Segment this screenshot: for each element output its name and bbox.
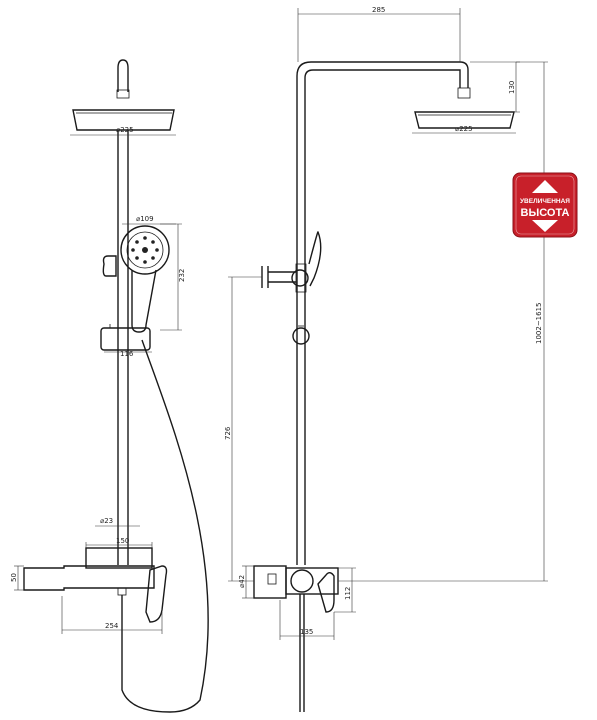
side-holder-ball xyxy=(292,327,310,345)
front-dimensions: ⌀225 ⌀109 232 116 ⌀23 150 50 254 xyxy=(10,126,186,634)
front-mixer-outlet xyxy=(117,587,127,596)
side-view xyxy=(253,61,515,712)
dim-holder-height: 726 xyxy=(224,426,232,440)
dim-handshower-diameter: ⌀109 xyxy=(136,215,154,223)
front-mixer-lever xyxy=(145,565,168,623)
side-mixer-body xyxy=(285,567,339,595)
arrow-up-icon xyxy=(532,180,558,193)
front-handshower-ring xyxy=(126,231,164,269)
front-mixer-body xyxy=(23,565,155,591)
dim-mixer-depth: 254 xyxy=(105,622,119,630)
front-mixer-top xyxy=(85,547,153,569)
front-handshower-face xyxy=(120,225,170,275)
front-slide-knob xyxy=(102,255,117,277)
dim-head-diameter-front: ⌀225 xyxy=(116,126,134,134)
dim-holder-width: 116 xyxy=(120,350,134,358)
front-rain-head xyxy=(72,109,175,131)
front-gooseneck xyxy=(117,59,129,92)
dim-head-drop: 130 xyxy=(508,81,516,94)
side-dimensions: 285 130 ⌀225 1002~1615 726 ⌀42 112 135 xyxy=(224,6,548,640)
dim-outlet-diameter: ⌀42 xyxy=(238,575,246,588)
front-handshower-nozzles xyxy=(131,236,159,264)
dim-head-diameter-side: ⌀225 xyxy=(455,125,473,133)
side-mixer-lever xyxy=(317,572,335,613)
dim-mixer-width-top: 150 xyxy=(116,537,129,545)
dim-mixer-height: 50 xyxy=(10,573,18,582)
side-handshower xyxy=(308,231,322,287)
front-hose-holder xyxy=(100,327,151,351)
badge-line2: ВЫСОТА xyxy=(521,207,570,219)
arrow-down-icon xyxy=(532,220,558,232)
front-hose xyxy=(121,339,209,713)
dim-pipe-diameter: ⌀23 xyxy=(100,517,113,525)
side-arm-inner xyxy=(304,69,461,565)
front-head-connector xyxy=(116,89,130,99)
side-arm-outer xyxy=(296,61,469,565)
side-mixer-inlet xyxy=(267,573,277,585)
increased-height-badge: УВЕЛИЧЕННАЯ ВЫСОТА xyxy=(512,172,578,238)
dim-mixer-projection: 135 xyxy=(300,628,313,636)
badge-background xyxy=(512,172,578,238)
dim-head-reach: 285 xyxy=(372,6,385,14)
front-view xyxy=(23,59,209,713)
dim-handshower-height: 232 xyxy=(178,269,186,282)
badge-inner-border xyxy=(515,175,575,235)
side-slider-ring xyxy=(291,269,309,287)
side-mixer-cartridge xyxy=(290,569,314,593)
badge-line1: УВЕЛИЧЕННАЯ xyxy=(520,198,570,205)
dim-total-height: 1002~1615 xyxy=(535,303,543,345)
side-mixer-plate xyxy=(253,565,287,599)
front-handshower-handle xyxy=(131,269,157,333)
side-slider-body xyxy=(295,263,307,293)
dim-mixer-height-side: 112 xyxy=(344,587,352,600)
side-head-connector xyxy=(457,87,471,99)
